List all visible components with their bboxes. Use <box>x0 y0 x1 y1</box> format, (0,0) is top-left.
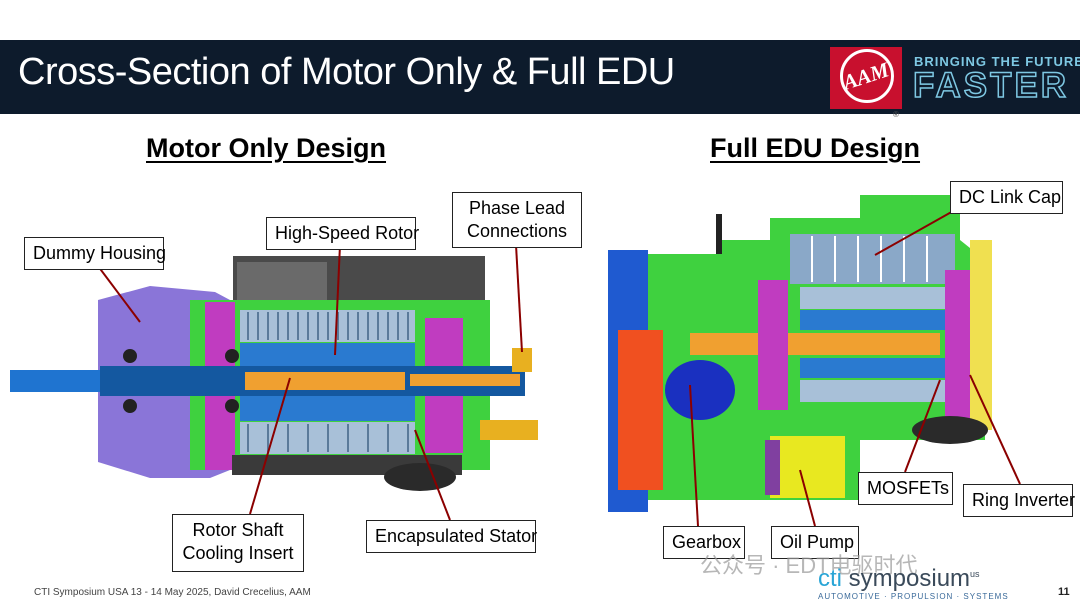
heading-full-edu: Full EDU Design <box>710 133 921 163</box>
cooling-insert <box>245 372 405 390</box>
cti-logo-a: cti <box>818 565 842 592</box>
full-edu-cross-section <box>608 195 992 512</box>
label-encapsulated-stator: Encapsulated Stator <box>366 520 537 553</box>
heading-motor-only: Motor Only Design <box>146 133 387 163</box>
leader-lines <box>94 209 1021 527</box>
shaft-left <box>10 370 110 392</box>
label-rotor-shaft-cooling-insert: Rotor Shaft Cooling Insert <box>172 514 304 572</box>
registered-mark: ® <box>893 110 899 119</box>
label-oil-pump: Oil Pump <box>771 526 859 559</box>
label-phase-lead-line2: Connections <box>466 221 568 241</box>
cti-tagline: AUTOMOTIVE · PROPULSION · SYSTEMS <box>818 592 1009 601</box>
label-mosfets: MOSFETs <box>858 472 953 505</box>
label-gearbox: Gearbox <box>663 526 745 559</box>
cti-symposium-logo: cti symposiumus <box>818 565 980 593</box>
label-ring-inverter: Ring Inverter <box>963 484 1075 517</box>
tagline-top: BRINGING THE FUTURE <box>914 54 1080 69</box>
label-high-speed-rotor: High-Speed Rotor <box>266 217 419 250</box>
label-phase-lead-line1: Phase Lead <box>468 198 566 218</box>
label-phase-lead-connections: Phase Lead Connections <box>452 192 582 248</box>
page-number: 11 <box>1058 586 1070 598</box>
aam-logo-ring <box>840 49 894 103</box>
motor-only-cross-section <box>10 256 538 491</box>
label-dc-link-cap: DC Link Cap <box>950 181 1063 214</box>
footer-text: CTI Symposium USA 13 - 14 May 2025, Davi… <box>34 587 311 598</box>
tagline-bottom: FASTER <box>912 65 1070 106</box>
label-rotor-shaft-line2: Cooling Insert <box>182 543 294 563</box>
label-rotor-shaft-line1: Rotor Shaft <box>192 520 284 540</box>
watermark: 公众号 · EDT电驱时代 <box>700 553 918 578</box>
cti-logo-b: symposium <box>842 565 971 592</box>
label-dummy-housing: Dummy Housing <box>24 237 166 270</box>
cti-logo-us: us <box>970 569 980 579</box>
slide-title: Cross-Section of Motor Only & Full EDU <box>18 51 675 93</box>
